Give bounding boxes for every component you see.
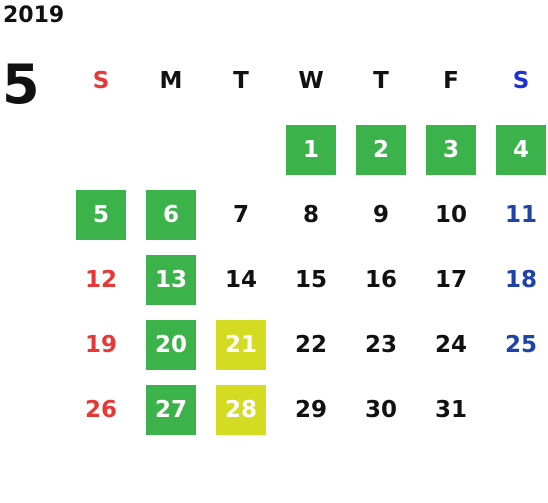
day-cell-1[interactable]: 1 xyxy=(286,125,336,175)
day-cell-27[interactable]: 27 xyxy=(146,385,196,435)
day-cell-17[interactable]: 17 xyxy=(434,267,467,293)
month-number: 5 xyxy=(2,53,40,116)
day-cell-15[interactable]: 15 xyxy=(294,267,327,293)
day-cell-8[interactable]: 8 xyxy=(302,202,319,228)
day-cell-23[interactable]: 23 xyxy=(364,332,397,358)
day-cell-28[interactable]: 28 xyxy=(216,385,266,435)
weekday-thursday: T xyxy=(373,68,389,94)
day-cell-16[interactable]: 16 xyxy=(364,267,397,293)
day-cell-24[interactable]: 24 xyxy=(434,332,467,358)
weekday-tuesday: T xyxy=(233,68,249,94)
day-cell-19[interactable]: 19 xyxy=(84,332,117,358)
day-cell-29[interactable]: 29 xyxy=(294,397,327,423)
day-cell-12[interactable]: 12 xyxy=(84,267,117,293)
day-cell-13[interactable]: 13 xyxy=(146,255,196,305)
day-cell-21[interactable]: 21 xyxy=(216,320,266,370)
weekday-wednesday: W xyxy=(298,68,324,94)
day-cell-18[interactable]: 18 xyxy=(504,267,537,293)
day-cell-30[interactable]: 30 xyxy=(364,397,397,423)
weekday-monday: M xyxy=(159,68,183,94)
year-label: 2019 xyxy=(3,3,65,28)
day-cell-5[interactable]: 5 xyxy=(76,190,126,240)
day-cell-10[interactable]: 10 xyxy=(434,202,467,228)
day-cell-3[interactable]: 3 xyxy=(426,125,476,175)
day-cell-22[interactable]: 22 xyxy=(294,332,327,358)
day-cell-31[interactable]: 31 xyxy=(434,397,467,423)
day-cell-2[interactable]: 2 xyxy=(356,125,406,175)
day-cell-9[interactable]: 9 xyxy=(372,202,389,228)
day-cell-14[interactable]: 14 xyxy=(224,267,257,293)
day-cell-25[interactable]: 25 xyxy=(504,332,537,358)
weekday-friday: F xyxy=(443,68,459,94)
day-cell-20[interactable]: 20 xyxy=(146,320,196,370)
day-cell-26[interactable]: 26 xyxy=(84,397,117,423)
weekday-sunday: S xyxy=(92,68,110,94)
day-cell-6[interactable]: 6 xyxy=(146,190,196,240)
day-cell-11[interactable]: 11 xyxy=(504,202,537,228)
weekday-saturday: S xyxy=(512,68,530,94)
day-cell-7[interactable]: 7 xyxy=(232,202,249,228)
day-cell-4[interactable]: 4 xyxy=(496,125,546,175)
